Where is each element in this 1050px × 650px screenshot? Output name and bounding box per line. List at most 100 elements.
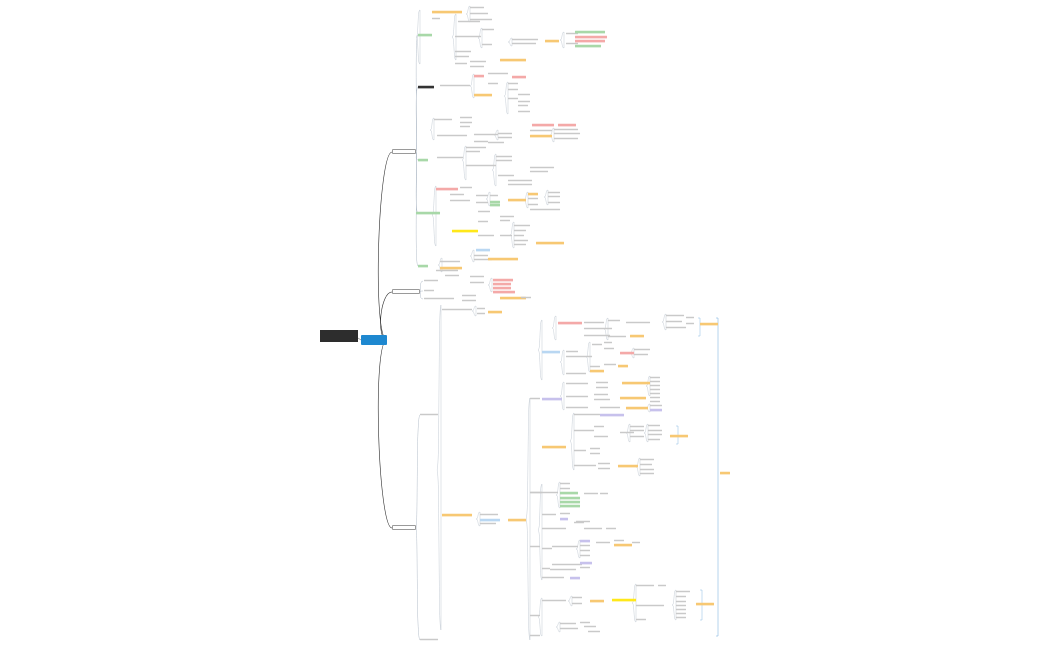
topic-node-137[interactable] <box>530 634 540 637</box>
topic-node-33[interactable] <box>470 65 484 68</box>
topic-node-212[interactable] <box>640 472 654 475</box>
topic-node-109[interactable] <box>474 254 488 257</box>
topic-node-103[interactable] <box>514 239 528 242</box>
topic-node-97[interactable] <box>452 229 478 233</box>
topic-node-122[interactable] <box>500 296 526 300</box>
topic-node-63[interactable] <box>474 140 488 143</box>
topic-node-241[interactable] <box>580 561 592 565</box>
topic-node-171[interactable] <box>650 376 660 379</box>
topic-node-65[interactable] <box>437 156 463 159</box>
topic-node-59[interactable] <box>530 134 552 138</box>
topic-node-37[interactable] <box>474 93 492 97</box>
topic-node-36[interactable] <box>474 74 484 78</box>
topic-node-99[interactable] <box>500 234 512 237</box>
topic-node-144[interactable] <box>666 320 682 323</box>
topic-node-219[interactable] <box>560 504 580 508</box>
topic-node-80[interactable] <box>476 194 488 197</box>
topic-node-102[interactable] <box>514 234 524 237</box>
topic-node-114[interactable] <box>470 275 484 278</box>
topic-node-142[interactable] <box>626 321 650 324</box>
topic-node-84[interactable] <box>490 203 500 207</box>
topic-node-179[interactable] <box>620 396 646 400</box>
topic-node-46[interactable] <box>518 104 528 107</box>
topic-node-12[interactable] <box>432 17 440 20</box>
topic-node-188[interactable] <box>574 413 600 416</box>
topic-node-121[interactable] <box>462 299 476 302</box>
topic-node-183[interactable] <box>600 406 620 409</box>
topic-node-235[interactable] <box>580 554 590 557</box>
topic-node-70[interactable] <box>496 159 512 162</box>
topic-node-240[interactable] <box>552 563 582 566</box>
topic-node-112[interactable] <box>436 269 458 272</box>
topic-node-30[interactable] <box>455 55 469 58</box>
topic-node-210[interactable] <box>640 463 652 466</box>
topic-node-206[interactable] <box>598 462 610 465</box>
topic-node-193[interactable] <box>620 431 634 434</box>
topic-node-2[interactable] <box>418 85 434 89</box>
topic-node-23[interactable] <box>566 32 578 35</box>
topic-node-131[interactable] <box>480 522 496 525</box>
topic-node-245[interactable] <box>542 576 550 579</box>
topic-node-125[interactable] <box>477 307 485 310</box>
topic-node-173[interactable] <box>650 384 660 387</box>
topic-node-203[interactable] <box>590 447 600 450</box>
topic-node-21[interactable] <box>512 42 536 45</box>
topic-node-87[interactable] <box>528 197 538 200</box>
topic-node-92[interactable] <box>530 208 560 211</box>
topic-node-42[interactable] <box>508 88 518 91</box>
topic-node-220[interactable] <box>584 492 598 495</box>
topic-node-176[interactable] <box>566 395 588 398</box>
topic-node-200[interactable] <box>648 438 660 441</box>
topic-node-136[interactable] <box>530 614 540 617</box>
topic-node-11[interactable] <box>432 10 462 14</box>
topic-node-60[interactable] <box>554 128 578 131</box>
topic-node-82[interactable] <box>490 194 498 197</box>
topic-node-185[interactable] <box>650 404 662 407</box>
topic-node-31[interactable] <box>455 62 467 65</box>
topic-node-256[interactable] <box>676 590 690 593</box>
topic-node-120[interactable] <box>462 294 476 297</box>
topic-node-248[interactable] <box>542 599 566 602</box>
topic-node-62[interactable] <box>554 137 578 140</box>
topic-node-175[interactable] <box>650 392 660 395</box>
topic-node-24[interactable] <box>566 42 578 45</box>
topic-node-165[interactable] <box>566 372 586 375</box>
topic-node-218[interactable] <box>560 500 580 504</box>
topic-node-98[interactable] <box>478 234 494 237</box>
topic-node-178[interactable] <box>594 398 610 401</box>
topic-node-230[interactable] <box>542 547 552 550</box>
topic-node-108[interactable] <box>440 266 462 270</box>
topic-node-202[interactable] <box>574 449 586 452</box>
topic-node-181[interactable] <box>650 400 660 403</box>
topic-node-174[interactable] <box>650 388 660 391</box>
topic-node-86[interactable] <box>528 192 538 196</box>
topic-node-143[interactable] <box>666 314 684 317</box>
topic-node-243[interactable] <box>542 567 550 570</box>
topic-node-115[interactable] <box>470 281 484 284</box>
topic-node-261[interactable] <box>676 612 686 615</box>
topic-node-68[interactable] <box>466 164 496 167</box>
topic-node-29[interactable] <box>455 50 471 53</box>
topic-node-117[interactable] <box>493 282 511 286</box>
topic-node-162[interactable] <box>604 363 616 366</box>
topic-node-191[interactable] <box>594 425 604 428</box>
topic-node-138[interactable] <box>542 350 560 354</box>
topic-node-128[interactable] <box>442 513 472 517</box>
topic-node-196[interactable] <box>630 435 644 438</box>
topic-node-145[interactable] <box>666 326 686 329</box>
topic-node-25[interactable] <box>575 30 605 34</box>
topic-node-209[interactable] <box>640 458 654 461</box>
topic-node-81[interactable] <box>476 201 488 204</box>
topic-node-158[interactable] <box>620 351 634 355</box>
topic-node-149[interactable] <box>584 327 612 330</box>
topic-node-126[interactable] <box>477 312 485 315</box>
topic-node-69[interactable] <box>496 155 512 158</box>
topic-node-204[interactable] <box>590 452 600 455</box>
topic-node-140[interactable] <box>584 321 604 324</box>
topic-node-72[interactable] <box>508 179 532 182</box>
topic-node-264[interactable] <box>636 618 646 621</box>
topic-node-66[interactable] <box>466 146 486 149</box>
topic-node-107[interactable] <box>440 260 460 263</box>
topic-node-172[interactable] <box>650 380 660 383</box>
topic-node-234[interactable] <box>580 549 590 552</box>
